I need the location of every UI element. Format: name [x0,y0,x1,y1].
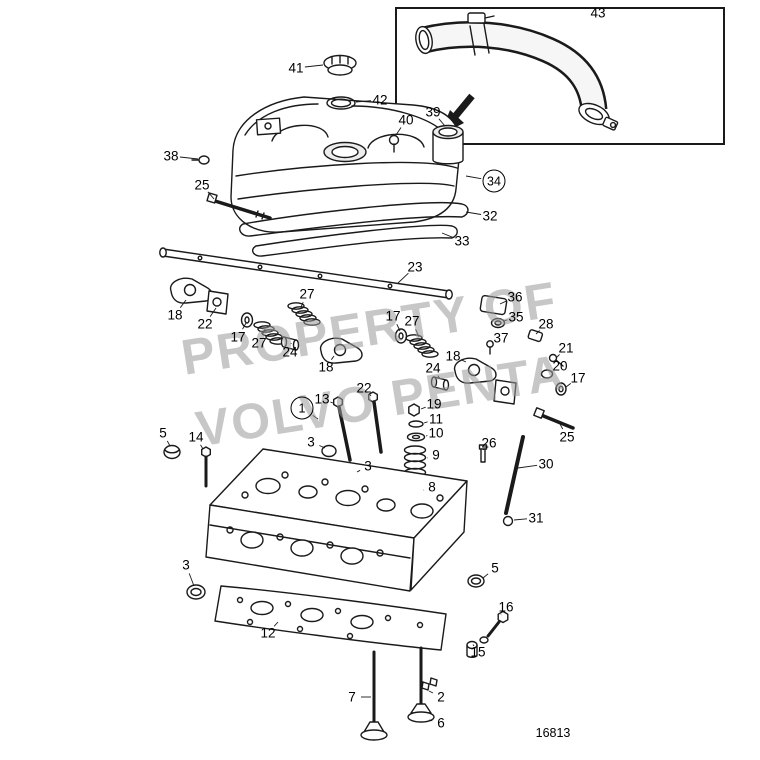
leader-line-30 [517,464,538,469]
bushing-part-15 [466,640,478,658]
leader-line-19 [420,406,426,410]
plug-part-3a [321,444,337,458]
cap-part-35 [490,317,506,329]
rocker-arms-assembly [169,277,517,405]
leader-line-39 [438,118,446,127]
leader-line-32 [465,211,482,215]
retainer-part-10 [406,432,426,442]
bolt-part-37 [486,340,494,348]
cover-gasket-part-33 [252,224,458,257]
plug-part-28 [527,329,544,343]
leader-line-40 [395,127,402,136]
leader-line-34 [465,175,482,180]
leader-line-24 [437,375,441,380]
filler-cap-part-41 [323,54,357,76]
ball-part-31 [502,515,514,527]
leader-line-27 [415,329,420,338]
leader-line-25 [207,191,215,200]
leader-line-5 [166,440,171,447]
leader-line-22 [369,394,372,397]
leader-line-38 [179,156,199,160]
leader-line-14 [200,444,204,450]
cover-gasket-part-32 [239,202,469,237]
leader-line-26 [482,448,485,451]
washer-part-17r [555,382,567,396]
bolt-part-16 [479,610,509,644]
leader-line-41 [304,64,324,68]
leader-line-17 [242,322,247,330]
push-rod-part-30 [504,435,525,515]
bracket-part-36 [479,294,508,316]
leader-line-35 [503,319,508,322]
rocker-shaft-part-23 [159,247,453,300]
plug-part-3c [186,584,206,600]
plug-part-38 [191,155,210,165]
leader-line-42 [355,100,372,103]
leader-line-6 [428,719,433,722]
leader-line-33 [441,232,454,239]
head-gasket-part-12 [214,585,447,651]
washer-part-11 [408,420,424,428]
cup-plug-part-5-right [467,574,485,588]
stud-part-25-right [533,407,575,430]
valve-part-6 [407,646,435,723]
valve-collets-part-2 [421,677,438,691]
leader-line-28 [535,330,540,335]
leader-line-36 [499,300,507,305]
stud-part-25-top [206,192,272,220]
right-small-parts [478,294,575,527]
bolt-part-40 [388,134,400,153]
leader-line-18 [330,355,335,360]
bolt-part-14 [200,446,212,488]
hose-clamp [467,12,495,56]
leader-line-21 [556,354,560,358]
leader-line-3 [319,445,326,449]
breather-neck-part-39 [432,124,464,165]
leader-line-5 [482,573,489,579]
pin-part-26 [478,444,488,463]
leader-line-25 [559,423,564,430]
leader-line-22 [209,307,217,317]
bolt-part-22b [368,391,383,454]
washer-part-20 [540,369,554,379]
leader-line-3 [188,573,195,587]
spring-part-27c [405,334,439,358]
cup-plug-part-5-left [163,444,181,460]
leader-line-11 [423,421,428,424]
leader-line-31 [513,518,528,521]
callout-leader-lines [166,64,572,722]
bolt-part-21 [548,353,558,363]
leader-line-1 [312,415,319,420]
leader-line-13 [330,401,334,404]
leader-line-17 [565,383,572,388]
leader-line-23 [397,272,409,284]
valve-cover [191,54,464,233]
leader-line-12 [273,621,279,627]
bolt-part-13 [333,396,352,462]
valve-part-7 [360,650,388,741]
cylinder-head [163,444,509,658]
leader-line-27 [262,328,266,335]
hose-part [415,12,619,131]
leader-line-15 [472,644,475,647]
leader-line-20 [550,370,553,373]
leader-line-37 [491,342,494,344]
leader-line-27 [300,302,304,308]
leader-line-18 [461,359,467,363]
leader-line-2 [428,690,434,694]
spring-part-27b [287,302,321,326]
sealing-ring-part-42 [326,96,356,110]
valves [360,646,438,741]
leader-line-18 [179,299,187,308]
locknut-part-19 [408,403,420,417]
leader-line-3 [356,469,361,473]
figure-number: 16813 [535,726,571,740]
leader-line-17 [396,324,401,332]
